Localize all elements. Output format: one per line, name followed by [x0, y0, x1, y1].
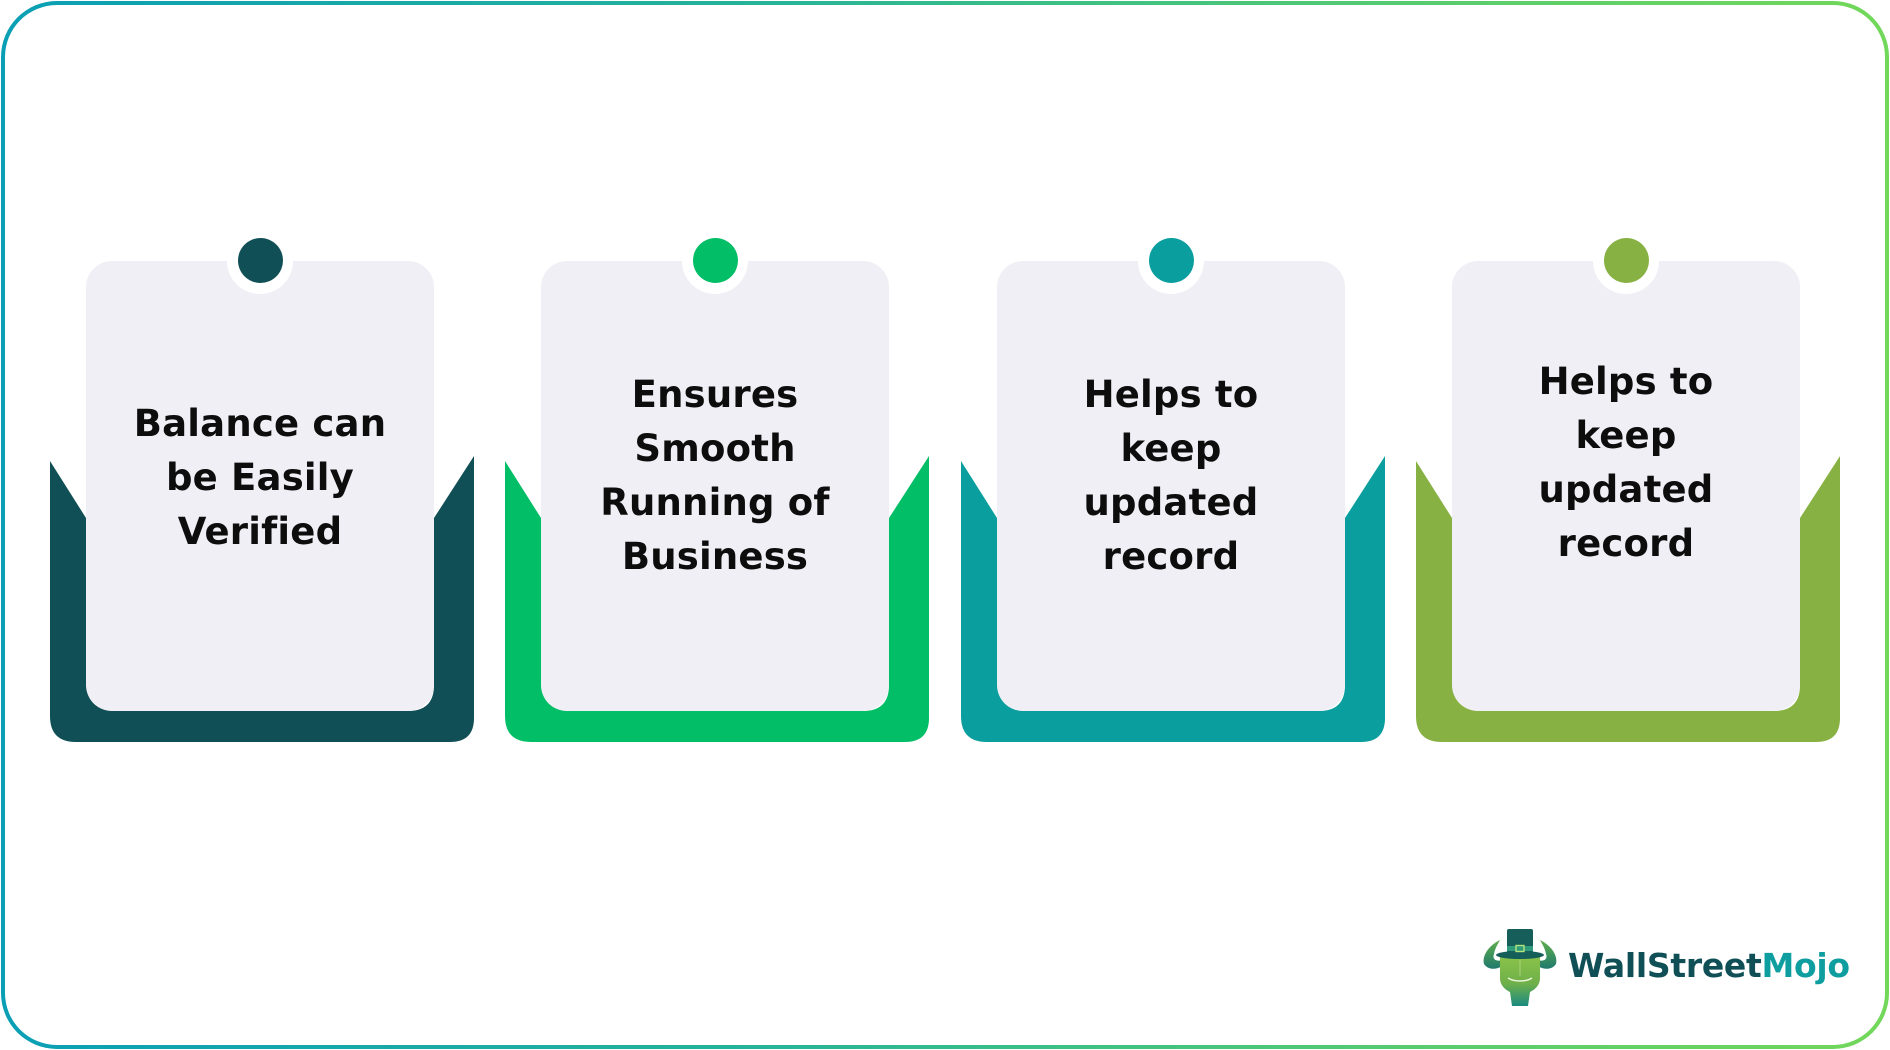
card-text-line: Balance can	[133, 402, 387, 445]
card-text: Helps to keep updated record	[1007, 368, 1335, 584]
card-panel: Helps to keep updated record	[1452, 228, 1800, 711]
card-text-line: keep	[1575, 414, 1677, 457]
bull-with-top-hat-icon	[1483, 929, 1557, 1006]
pin-dot-icon	[237, 238, 283, 283]
card-base-shape	[1416, 456, 1840, 742]
card-text-line: Business	[621, 535, 809, 578]
card-text-line: Helps to	[1083, 373, 1259, 416]
card-text-line: Verified	[177, 510, 343, 553]
card-text-line: be Easily	[165, 456, 354, 499]
card-updated-record: Helps to keep updated record	[961, 228, 1385, 745]
card-text-line: record	[1102, 535, 1240, 578]
card-text-line: Smooth	[634, 427, 796, 470]
brand-name: WallStreetMojo	[1568, 946, 1850, 986]
card-panel: Balance can be Easily Verified	[86, 228, 434, 711]
card-text: Balance can be Easily Verified	[96, 397, 424, 559]
card-text-line: updated	[1538, 468, 1714, 511]
card-updated-record-2: Helps to keep updated record	[1416, 228, 1840, 745]
card-panel: Ensures Smooth Running of Business	[541, 228, 889, 711]
card-text-line: updated	[1083, 481, 1259, 524]
card-base-shape	[50, 456, 474, 742]
card-text-line: Ensures	[631, 373, 799, 416]
wallstreetmojo-logo: WallStreetMojo	[1480, 926, 1850, 1008]
brand-name-part2: Mojo	[1761, 946, 1850, 985]
card-text-line: Running of	[600, 481, 830, 524]
card-text: Helps to keep updated record	[1462, 355, 1790, 571]
card-smooth-running: Ensures Smooth Running of Business	[505, 228, 929, 745]
pin-dot-icon	[1148, 238, 1194, 283]
card-base-shape	[961, 456, 1385, 742]
card-base-shape	[505, 456, 929, 742]
card-text-line: keep	[1120, 427, 1222, 470]
pin-dot-icon	[692, 238, 738, 283]
card-text: Ensures Smooth Running of Business	[551, 368, 879, 584]
pin-dot-icon	[1603, 238, 1649, 283]
card-text-line: record	[1557, 522, 1695, 565]
card-text-line: Helps to	[1538, 360, 1714, 403]
card-panel: Helps to keep updated record	[997, 228, 1345, 711]
card-balance-verified: Balance can be Easily Verified	[50, 228, 474, 745]
brand-name-part1: WallStreet	[1568, 946, 1762, 985]
